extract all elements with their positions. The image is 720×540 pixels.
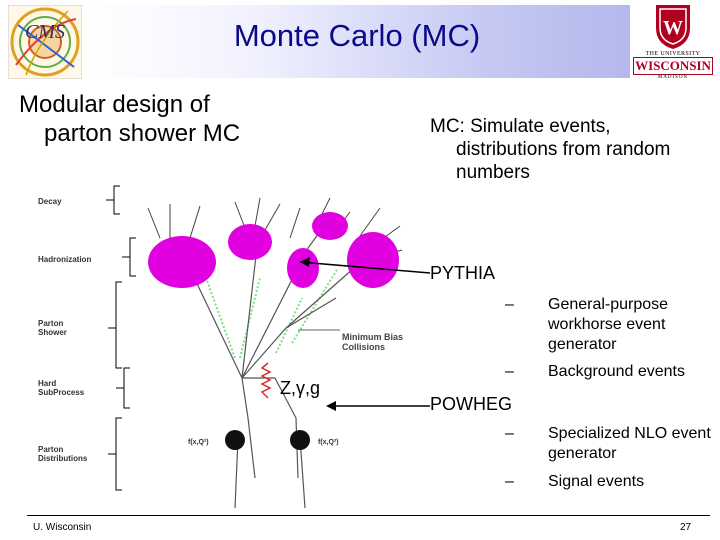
pythia-item-2-text: Background events xyxy=(548,363,685,380)
cms-logo: CMS xyxy=(7,4,83,80)
powheg-label: POWHEG xyxy=(430,394,513,414)
pythia-arrow-line xyxy=(299,261,431,274)
stage-label-decay: Decay xyxy=(38,197,62,206)
left-heading: Modular design of parton shower MC xyxy=(19,90,240,148)
pdf-label-right: f(x,Q²) xyxy=(318,439,339,446)
pythia-item-1-dash: – xyxy=(505,296,514,313)
incoming-parton-left xyxy=(225,430,245,450)
uw-logo-name: WISCONSIN xyxy=(633,57,713,75)
pythia-item-2-dash: – xyxy=(505,363,514,380)
powheg-item-1-text: Specialized NLO event generator xyxy=(548,425,711,462)
uw-logo: W THE UNIVERSITY WISCONSIN MADISON xyxy=(630,2,716,80)
uw-crest-letter: W xyxy=(663,17,683,39)
uw-logo-bottom-text: MADISON xyxy=(657,75,689,80)
pythia-label: PYTHIA xyxy=(430,263,496,283)
right-heading-line-1: MC: Simulate events, xyxy=(430,116,611,137)
left-heading-line-2: parton shower MC xyxy=(44,120,241,147)
stage-brackets xyxy=(106,185,136,491)
pdf-label-left: f(x,Q²) xyxy=(188,439,209,446)
hadron-blobs xyxy=(148,212,399,288)
gluon-lines xyxy=(205,267,339,359)
footer-institution: U. Wisconsin xyxy=(33,522,92,533)
right-heading-line-3: numbers xyxy=(456,162,530,183)
right-heading: MC: Simulate events, distributions from … xyxy=(430,115,670,184)
stage-label-hadronization: Hadronization xyxy=(38,255,91,264)
powheg-item-2-dash: – xyxy=(505,473,514,490)
powheg-arrow-head xyxy=(326,401,336,411)
left-heading-line-1: Modular design of xyxy=(19,91,210,118)
slide-title: Monte Carlo (MC) xyxy=(233,18,481,53)
pythia-arrow-head xyxy=(300,257,310,267)
right-heading-line-2: distributions from random xyxy=(456,139,671,160)
boson-zigzag xyxy=(260,362,272,399)
powheg-item-2-text: Signal events xyxy=(548,473,645,490)
cms-logo-text: CMS xyxy=(25,21,65,43)
boson-label: Z,γ,g xyxy=(280,378,321,398)
footer-divider xyxy=(27,515,710,516)
pythia-item-1-text: General-purpose workhorse event generato… xyxy=(548,296,669,353)
uw-logo-top-text: THE UNIVERSITY xyxy=(645,51,701,57)
page-number: 27 xyxy=(680,522,692,533)
powheg-item-1-dash: – xyxy=(505,425,514,442)
title-band xyxy=(84,5,630,78)
incoming-parton-right xyxy=(290,430,310,450)
